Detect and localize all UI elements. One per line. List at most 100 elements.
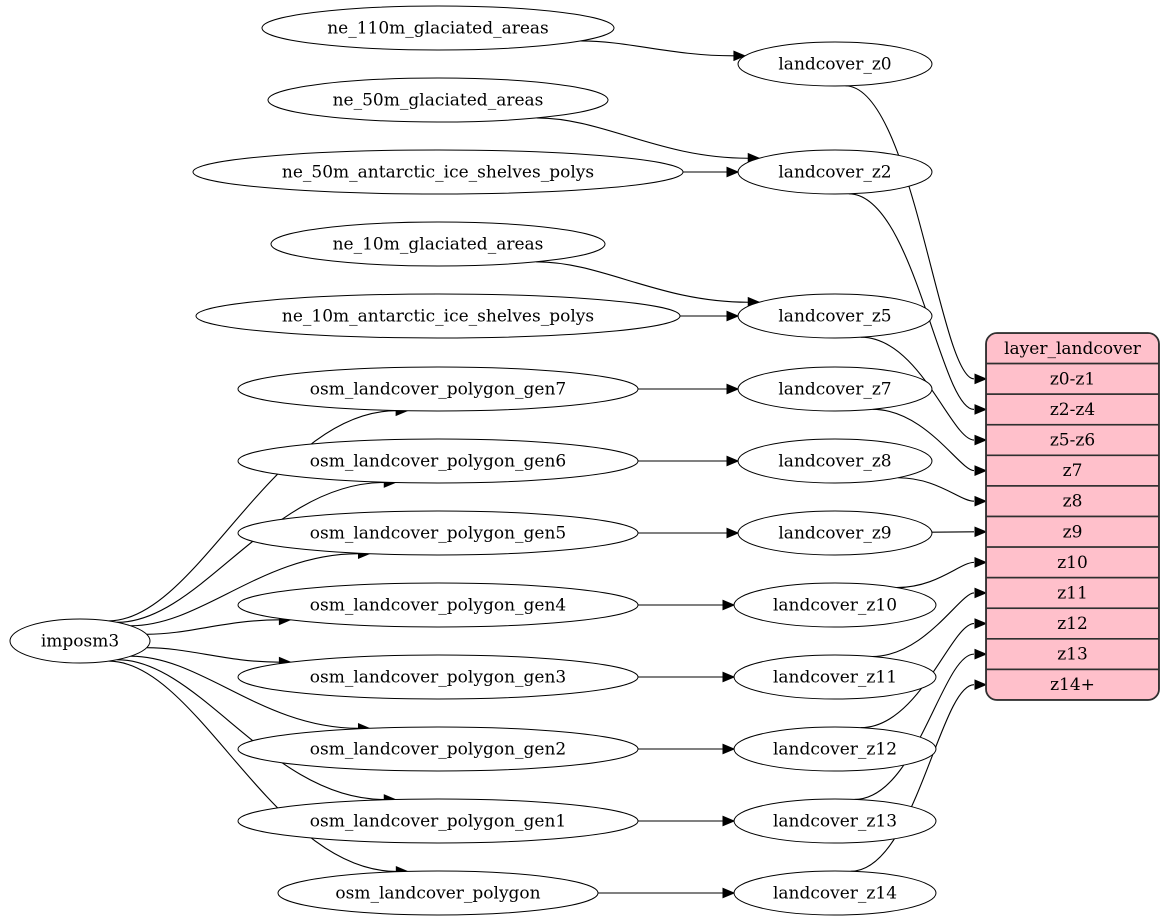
- edge-arrowhead: [974, 404, 988, 415]
- node-ne_50m_antarctic_ice_shelves_polys[interactable]: ne_50m_antarctic_ice_shelves_polys: [192, 149, 684, 195]
- layer-table-row-z9[interactable]: [986, 515, 1159, 548]
- landcover-node-shape: [737, 41, 933, 87]
- edge-landcover_z8-to-z8: [897, 477, 975, 502]
- layer-table-outline: [985, 332, 1160, 701]
- node-landcover_z2[interactable]: landcover_z2: [737, 149, 933, 195]
- node-label: osm_landcover_polygon_gen7: [310, 380, 566, 400]
- osm-table-node-shape: [237, 726, 639, 772]
- node-landcover_z8[interactable]: landcover_z8: [737, 438, 933, 484]
- edge-imposm3-to-osm_landcover_polygon_gen1: [117, 659, 385, 801]
- node-label: landcover_z7: [778, 380, 891, 400]
- landcover-node-shape: [737, 510, 933, 556]
- layer-table-row-z14+[interactable]: [986, 668, 1159, 700]
- node-osm_landcover_polygon_gen7[interactable]: osm_landcover_polygon_gen7: [237, 366, 639, 412]
- node-ne_10m_glaciated_areas[interactable]: ne_10m_glaciated_areas: [270, 221, 606, 267]
- edge-landcover_z10-to-z10: [896, 561, 975, 589]
- node-landcover_z0[interactable]: landcover_z0: [737, 41, 933, 87]
- osm-table-node-shape: [237, 798, 639, 844]
- node-osm_landcover_polygon_gen3[interactable]: osm_landcover_polygon_gen3: [237, 654, 639, 700]
- node-label: imposm3: [41, 632, 119, 652]
- edge-arrowhead: [726, 166, 740, 178]
- layer-table-header-label: layer_landcover: [1004, 339, 1142, 359]
- node-label: landcover_z14: [773, 884, 897, 904]
- landcover-node-shape: [733, 870, 937, 916]
- edge-landcover_z7-to-z7: [872, 408, 975, 472]
- node-label: landcover_z12: [773, 740, 897, 760]
- edge-arrowhead: [726, 310, 740, 322]
- natural-earth-node-shape: [267, 77, 609, 123]
- node-label: landcover_z10: [773, 596, 897, 616]
- layer-table-row-z13[interactable]: [986, 638, 1159, 671]
- node-label: landcover_z8: [778, 452, 891, 472]
- node-label: landcover_z2: [778, 163, 891, 183]
- node-label: osm_landcover_polygon_gen1: [310, 812, 566, 832]
- node-label: landcover_z11: [773, 668, 897, 688]
- node-ne_10m_antarctic_ice_shelves_polys[interactable]: ne_10m_antarctic_ice_shelves_polys: [195, 293, 681, 339]
- node-label: osm_landcover_polygon: [335, 884, 540, 904]
- layer-table-row-z10[interactable]: [986, 546, 1159, 579]
- node-osm_landcover_polygon_gen6[interactable]: osm_landcover_polygon_gen6: [237, 438, 639, 484]
- node-landcover_z7[interactable]: landcover_z7: [737, 366, 933, 412]
- node-ne_110m_glaciated_areas[interactable]: ne_110m_glaciated_areas: [261, 5, 615, 51]
- edge-imposm3-to-osm_landcover_polygon: [108, 660, 397, 872]
- layer-table-row-z2-z4[interactable]: [986, 393, 1159, 426]
- node-osm_landcover_polygon_gen5[interactable]: osm_landcover_polygon_gen5: [237, 510, 639, 556]
- node-landcover_z12[interactable]: landcover_z12: [733, 726, 937, 772]
- osm-table-node-shape: [237, 510, 639, 556]
- edge-arrowhead: [974, 679, 988, 691]
- node-layer: imposm3 ne_110m_glaciated_areas ne_50m_gla…: [9, 5, 937, 916]
- natural-earth-node-shape: [270, 221, 606, 267]
- node-osm_landcover_polygon_gen4[interactable]: osm_landcover_polygon_gen4: [237, 582, 639, 628]
- edge-arrowhead: [974, 618, 988, 629]
- edge-imposm3-to-osm_landcover_polygon_gen5: [130, 553, 359, 627]
- edge-imposm3-to-osm_landcover_polygon_gen6: [117, 481, 385, 623]
- edge-arrowhead: [974, 495, 988, 507]
- node-landcover_z5[interactable]: landcover_z5: [737, 293, 933, 339]
- layer-landcover-table: layer_landcoverz0-z1z2-z4z5-z6z7z8z9z10z…: [985, 332, 1160, 701]
- node-osm_landcover_polygon_gen2[interactable]: osm_landcover_polygon_gen2: [237, 726, 639, 772]
- edge-arrowhead: [974, 648, 988, 660]
- landcover-node-shape: [737, 293, 933, 339]
- node-landcover_z9[interactable]: landcover_z9: [737, 510, 933, 556]
- node-landcover_z14[interactable]: landcover_z14: [733, 870, 937, 916]
- layer-table-row-z12[interactable]: [986, 607, 1159, 640]
- layer-table-row-label: z7: [1063, 461, 1083, 481]
- node-label: ne_10m_antarctic_ice_shelves_polys: [282, 307, 594, 327]
- node-label: ne_10m_glaciated_areas: [333, 235, 544, 255]
- edge-imposm3-to-osm_landcover_polygon_gen7: [108, 410, 397, 622]
- node-imposm3[interactable]: imposm3: [9, 618, 151, 664]
- node-label: osm_landcover_polygon_gen2: [310, 740, 566, 760]
- node-label: osm_landcover_polygon_gen6: [310, 452, 566, 472]
- landcover-node-shape: [737, 149, 933, 195]
- edge-arrowhead: [974, 557, 988, 568]
- edge-arrowhead: [974, 465, 988, 476]
- edge-arrowhead: [722, 887, 736, 899]
- layer-table-rows: layer_landcoverz0-z1z2-z4z5-z6z7z8z9z10z…: [986, 333, 1159, 700]
- layer-table-row-label: z9: [1063, 522, 1083, 542]
- edge-ne_110m_glaciated_areas-to-landcover_z0: [580, 40, 734, 57]
- layer-table-row-label: z13: [1057, 645, 1088, 665]
- layer-table-row-z7[interactable]: [986, 454, 1159, 487]
- node-ne_50m_glaciated_areas[interactable]: ne_50m_glaciated_areas: [267, 77, 609, 123]
- osm-table-node-shape: [237, 438, 639, 484]
- layer-table-row-z5-z6[interactable]: [986, 423, 1159, 457]
- node-label: osm_landcover_polygon_gen5: [310, 524, 566, 544]
- node-landcover_z10[interactable]: landcover_z10: [733, 582, 937, 628]
- edge-arrowhead: [722, 599, 736, 611]
- node-osm_landcover_polygon_gen1[interactable]: osm_landcover_polygon_gen1: [237, 798, 639, 844]
- node-landcover_z13[interactable]: landcover_z13: [733, 798, 937, 844]
- edge-landcover_z13-to-z13: [854, 653, 975, 800]
- node-landcover_z11[interactable]: landcover_z11: [733, 654, 937, 700]
- node-osm_landcover_polygon[interactable]: osm_landcover_polygon: [277, 870, 599, 916]
- edge-arrowhead: [733, 50, 747, 62]
- edge-arrowhead: [722, 815, 736, 827]
- edge-landcover_z2-to-z2-z4: [848, 193, 975, 411]
- edge-arrowhead: [974, 587, 988, 599]
- layer-table-row-label: z10: [1057, 553, 1088, 573]
- layer-table-row-label: z2-z4: [1050, 400, 1095, 420]
- edge-arrowhead: [974, 434, 988, 446]
- osm-table-node-shape: [237, 582, 639, 628]
- edge-ne_50m_glaciated_areas-to-landcover_z2: [536, 117, 749, 159]
- osm-table-node-shape: [277, 870, 599, 916]
